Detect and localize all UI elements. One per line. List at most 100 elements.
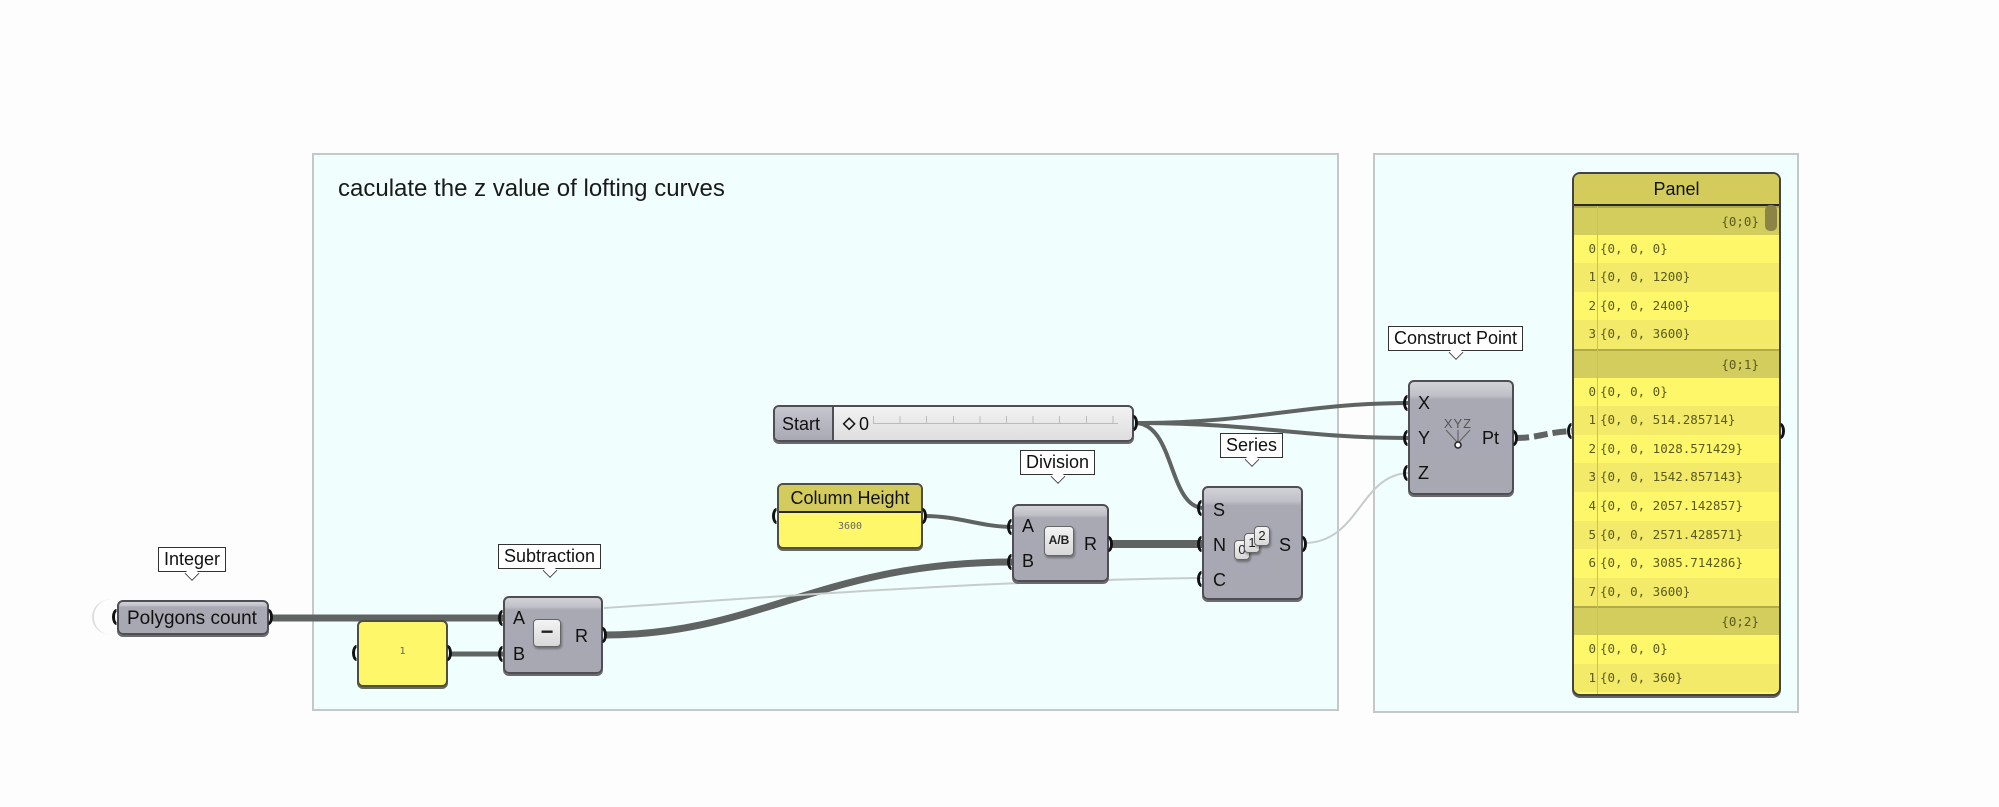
polygons-count-param[interactable]: Polygons count — [117, 600, 269, 635]
panel-item-row: 4{0, 0, 2057.142857} — [1574, 492, 1779, 521]
division-component[interactable]: A B A/B R — [1012, 504, 1109, 582]
series-icon: 0 1 2 — [1234, 526, 1274, 562]
output-panel[interactable]: Panel {0;0}0{0, 0, 0}1{0, 0, 1200}2{0, 0… — [1572, 172, 1781, 696]
division-grip-r[interactable] — [1108, 536, 1113, 552]
series-input-s[interactable]: S — [1213, 500, 1226, 520]
subtraction-input-a[interactable]: A — [513, 608, 526, 628]
start-slider-value: 0 — [859, 414, 870, 434]
construct-point-grip-z[interactable] — [1403, 465, 1408, 481]
panel-item-row: 0{0, 0, 0} — [1574, 235, 1779, 264]
panel-item-index: 2 — [1588, 440, 1596, 456]
construct-point-input-y[interactable]: Y — [1418, 428, 1431, 448]
division-grip-a[interactable] — [1007, 519, 1012, 535]
construct-point-input-x[interactable]: X — [1418, 393, 1431, 413]
panel-item-index: 3 — [1588, 326, 1596, 342]
construct-point-input-z[interactable]: Z — [1418, 463, 1429, 483]
panel-item-row: 3{0, 0, 1542.857143} — [1574, 463, 1779, 492]
start-slider-label: Start — [782, 414, 821, 434]
constant-panel[interactable]: 1 — [357, 620, 448, 687]
subtraction-component[interactable]: A B − R — [503, 596, 603, 674]
series-grip-s[interactable] — [1197, 500, 1202, 516]
series-input-n[interactable]: N — [1213, 535, 1226, 555]
construct-point-grip-y[interactable] — [1403, 430, 1408, 446]
panel-item-index: 0 — [1588, 383, 1596, 399]
panel-branch-header: {0;0} — [1574, 206, 1779, 235]
panel-item-index: 6 — [1588, 555, 1596, 571]
construct-point-grip-x[interactable] — [1403, 395, 1408, 411]
panel-item-row: 2{0, 0, 2400} — [1574, 292, 1779, 321]
series-tag: Series — [1220, 433, 1284, 458]
group-title: caculate the z value of lofting curves — [338, 175, 725, 202]
panel-branch-header: {0;1} — [1574, 348, 1779, 378]
panel-item-index: 4 — [1588, 497, 1596, 513]
integer-wireless-icon — [92, 599, 130, 635]
division-output-r[interactable]: R — [1084, 534, 1097, 554]
series-grip-out[interactable] — [1302, 536, 1307, 552]
panel-item-index: 2 — [1588, 297, 1596, 313]
panel-item-row: 0{0, 0, 0} — [1574, 378, 1779, 407]
panel-item-index: 1 — [1588, 412, 1596, 428]
subtraction-grip-b[interactable] — [498, 646, 503, 662]
column-height-output-grip[interactable] — [922, 508, 927, 524]
panel-item-value: {0, 0, 0} — [1600, 640, 1668, 656]
xyz-point-icon: XYZ — [1438, 416, 1478, 452]
subtraction-grip-r[interactable] — [602, 627, 607, 643]
constant-panel-value: 1 — [399, 646, 406, 657]
divide-icon: A/B — [1044, 526, 1074, 556]
subtraction-input-b[interactable]: B — [513, 644, 526, 664]
column-height-title: Column Height — [779, 485, 921, 513]
slider-grip-icon[interactable]: ◇ — [843, 415, 856, 432]
start-slider-label-box: Start — [775, 407, 834, 440]
panel-item-row: 6{0, 0, 3085.714286} — [1574, 549, 1779, 578]
integer-tag: Integer — [158, 547, 227, 572]
start-slider-output-grip[interactable] — [1133, 415, 1138, 431]
subtraction-grip-a[interactable] — [498, 610, 503, 626]
panel-item-index: 5 — [1588, 526, 1596, 542]
polygons-count-output-grip[interactable] — [268, 609, 273, 625]
series-grip-n[interactable] — [1197, 536, 1202, 552]
minus-icon: − — [533, 619, 561, 647]
panel-rows[interactable]: {0;0}0{0, 0, 0}1{0, 0, 1200}2{0, 0, 2400… — [1574, 206, 1779, 693]
construct-point-component[interactable]: X Y Z XYZ Pt — [1408, 380, 1514, 495]
constant-panel-output-grip[interactable] — [447, 645, 452, 661]
construct-point-grip-pt[interactable] — [1513, 430, 1518, 446]
panel-item-value: {0, 0, 3600} — [1600, 326, 1691, 342]
polygons-count-label: Polygons count — [127, 608, 257, 629]
panel-item-index: 3 — [1588, 469, 1596, 485]
division-input-a[interactable]: A — [1022, 516, 1035, 536]
panel-item-row: 1{0, 0, 514.285714} — [1574, 406, 1779, 435]
panel-item-value: {0, 0, 1200} — [1600, 269, 1691, 285]
panel-scrollbar-thumb[interactable] — [1765, 205, 1777, 231]
series-grip-c[interactable] — [1197, 571, 1202, 587]
series-output-s[interactable]: S — [1279, 535, 1292, 555]
column-height-panel[interactable]: Column Height 3600 — [777, 483, 923, 549]
panel-item-value: {0, 0, 3600} — [1600, 583, 1691, 599]
division-grip-b[interactable] — [1007, 554, 1012, 570]
construct-point-output-pt[interactable]: Pt — [1482, 428, 1500, 448]
polygons-count-input-grip[interactable] — [112, 609, 117, 625]
column-height-input-grip[interactable] — [772, 508, 777, 524]
construct-point-tag: Construct Point — [1388, 326, 1524, 351]
panel-item-value: {0, 0, 2400} — [1600, 297, 1691, 313]
subtraction-tag: Subtraction — [498, 544, 602, 569]
series-component[interactable]: S N C 0 1 2 S — [1202, 486, 1303, 600]
division-tag: Division — [1020, 450, 1096, 475]
panel-item-value: {0, 0, 3085.714286} — [1600, 555, 1743, 571]
start-slider[interactable]: Start ◇ 0 — [773, 405, 1134, 442]
panel-item-row: 1{0, 0, 1200} — [1574, 263, 1779, 292]
subtraction-output-r[interactable]: R — [575, 626, 588, 646]
panel-title: Panel — [1574, 174, 1779, 206]
panel-item-value: {0, 0, 0} — [1600, 383, 1668, 399]
panel-index-divider — [1597, 206, 1598, 694]
division-input-b[interactable]: B — [1022, 551, 1035, 571]
panel-item-index: 7 — [1588, 583, 1596, 599]
xyz-point-icon-text: XYZ — [1443, 416, 1473, 431]
column-height-value: 3600 — [837, 521, 863, 532]
panel-item-value: {0, 0, 1542.857143} — [1600, 469, 1743, 485]
panel-item-row: 3{0, 0, 3600} — [1574, 320, 1779, 349]
panel-output-grip[interactable] — [1780, 423, 1785, 439]
constant-panel-input-grip[interactable] — [352, 645, 357, 661]
series-input-c[interactable]: C — [1213, 570, 1226, 590]
panel-input-grip[interactable] — [1567, 423, 1572, 439]
panel-item-value: {0, 0, 514.285714} — [1600, 412, 1736, 428]
